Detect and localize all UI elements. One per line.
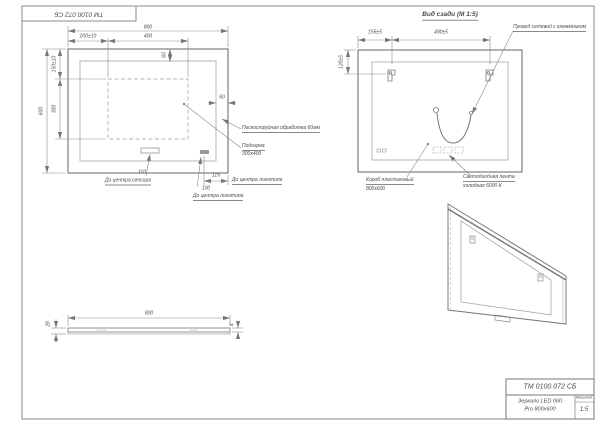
back-label-box-1: Короб пластиковый <box>366 177 414 185</box>
heating-area-dashed <box>107 78 189 140</box>
back-dim-155: 155±5 <box>368 29 382 36</box>
title-block-name-2: Pro 800х600 <box>524 406 556 413</box>
sheet-frame <box>21 5 595 420</box>
side-dim-28: 28 <box>45 321 52 327</box>
cert-marks-icon <box>376 148 387 153</box>
heater-leader-dot <box>182 102 186 106</box>
front-dim-600: 600 <box>38 106 45 116</box>
front-dim-400: 400 <box>143 33 153 40</box>
back-dim-120: 120±5 <box>338 55 345 69</box>
front-dim-800: 800 <box>143 24 153 31</box>
back-view <box>344 30 523 178</box>
back-label-led-2: холодная 6000 К <box>463 183 502 189</box>
bracket-left-icon <box>387 69 396 82</box>
front-light-zone <box>79 60 217 162</box>
front-dim-60-top: 60 <box>161 52 168 58</box>
front-label-heat-title: Подогрев <box>242 143 265 151</box>
front-label-heat-size: 300х400 <box>242 151 262 157</box>
back-label-box-2: 800х600 <box>366 186 386 192</box>
box-leader-dot <box>426 142 430 146</box>
front-dim-115: 115 <box>212 172 220 179</box>
front-mirror-outline <box>67 48 229 174</box>
back-dim-490: 490±5 <box>434 29 448 36</box>
side-dim-800: 800 <box>144 310 154 317</box>
logo-mark <box>200 150 209 154</box>
side-backbox <box>67 331 231 335</box>
led-driver-dashed <box>432 146 464 154</box>
back-view-title: Вид сзади (М 1:5) <box>422 11 478 21</box>
back-outline <box>357 49 523 173</box>
sensor-mark <box>140 147 160 154</box>
front-view <box>42 26 242 188</box>
front-label-logo-right: До центра логотипа <box>232 177 283 185</box>
title-block-scale-label: Масштаб <box>575 395 593 400</box>
title-block-grid <box>505 378 595 420</box>
front-label-sensor: До центра сенсора <box>104 177 152 186</box>
side-view <box>51 315 243 343</box>
corner-code-box <box>21 5 137 22</box>
title-block-code: ТМ 0100.072 СБ <box>523 383 577 391</box>
front-label-logo-bottom: До центра логотипа <box>193 193 244 201</box>
front-dim-150: 150±10 <box>51 55 58 73</box>
driver-3d-box <box>494 314 511 323</box>
bracket-3d-right-icon <box>537 273 544 282</box>
back-label-led-1: Светодиодная лента <box>463 174 515 182</box>
front-label-sandblast: Пескоструйная обработка 60мм <box>242 125 320 133</box>
side-glass <box>67 327 231 333</box>
perspective-view <box>447 203 567 325</box>
front-dim-100: 100 <box>201 185 211 192</box>
corner-code: ТМ 0100.072 СБ <box>54 10 104 18</box>
front-dim-110: 110 <box>138 169 146 176</box>
bracket-3d-left-icon <box>469 235 476 244</box>
power-cable <box>433 107 473 144</box>
back-label-cord: Провод сетевой с клеммником <box>513 24 586 32</box>
bracket-right-icon <box>485 69 494 82</box>
front-dim-300: 300 <box>51 104 58 114</box>
title-block-scale-value: 1:5 <box>579 407 589 413</box>
front-dim-60-right: 60 <box>219 94 225 101</box>
side-dim-4: 4 <box>229 323 236 327</box>
back-panel <box>371 61 509 161</box>
front-dim-200: 200±10 <box>79 33 97 40</box>
title-block-name-1: Зеркало LED 060 <box>517 398 563 405</box>
